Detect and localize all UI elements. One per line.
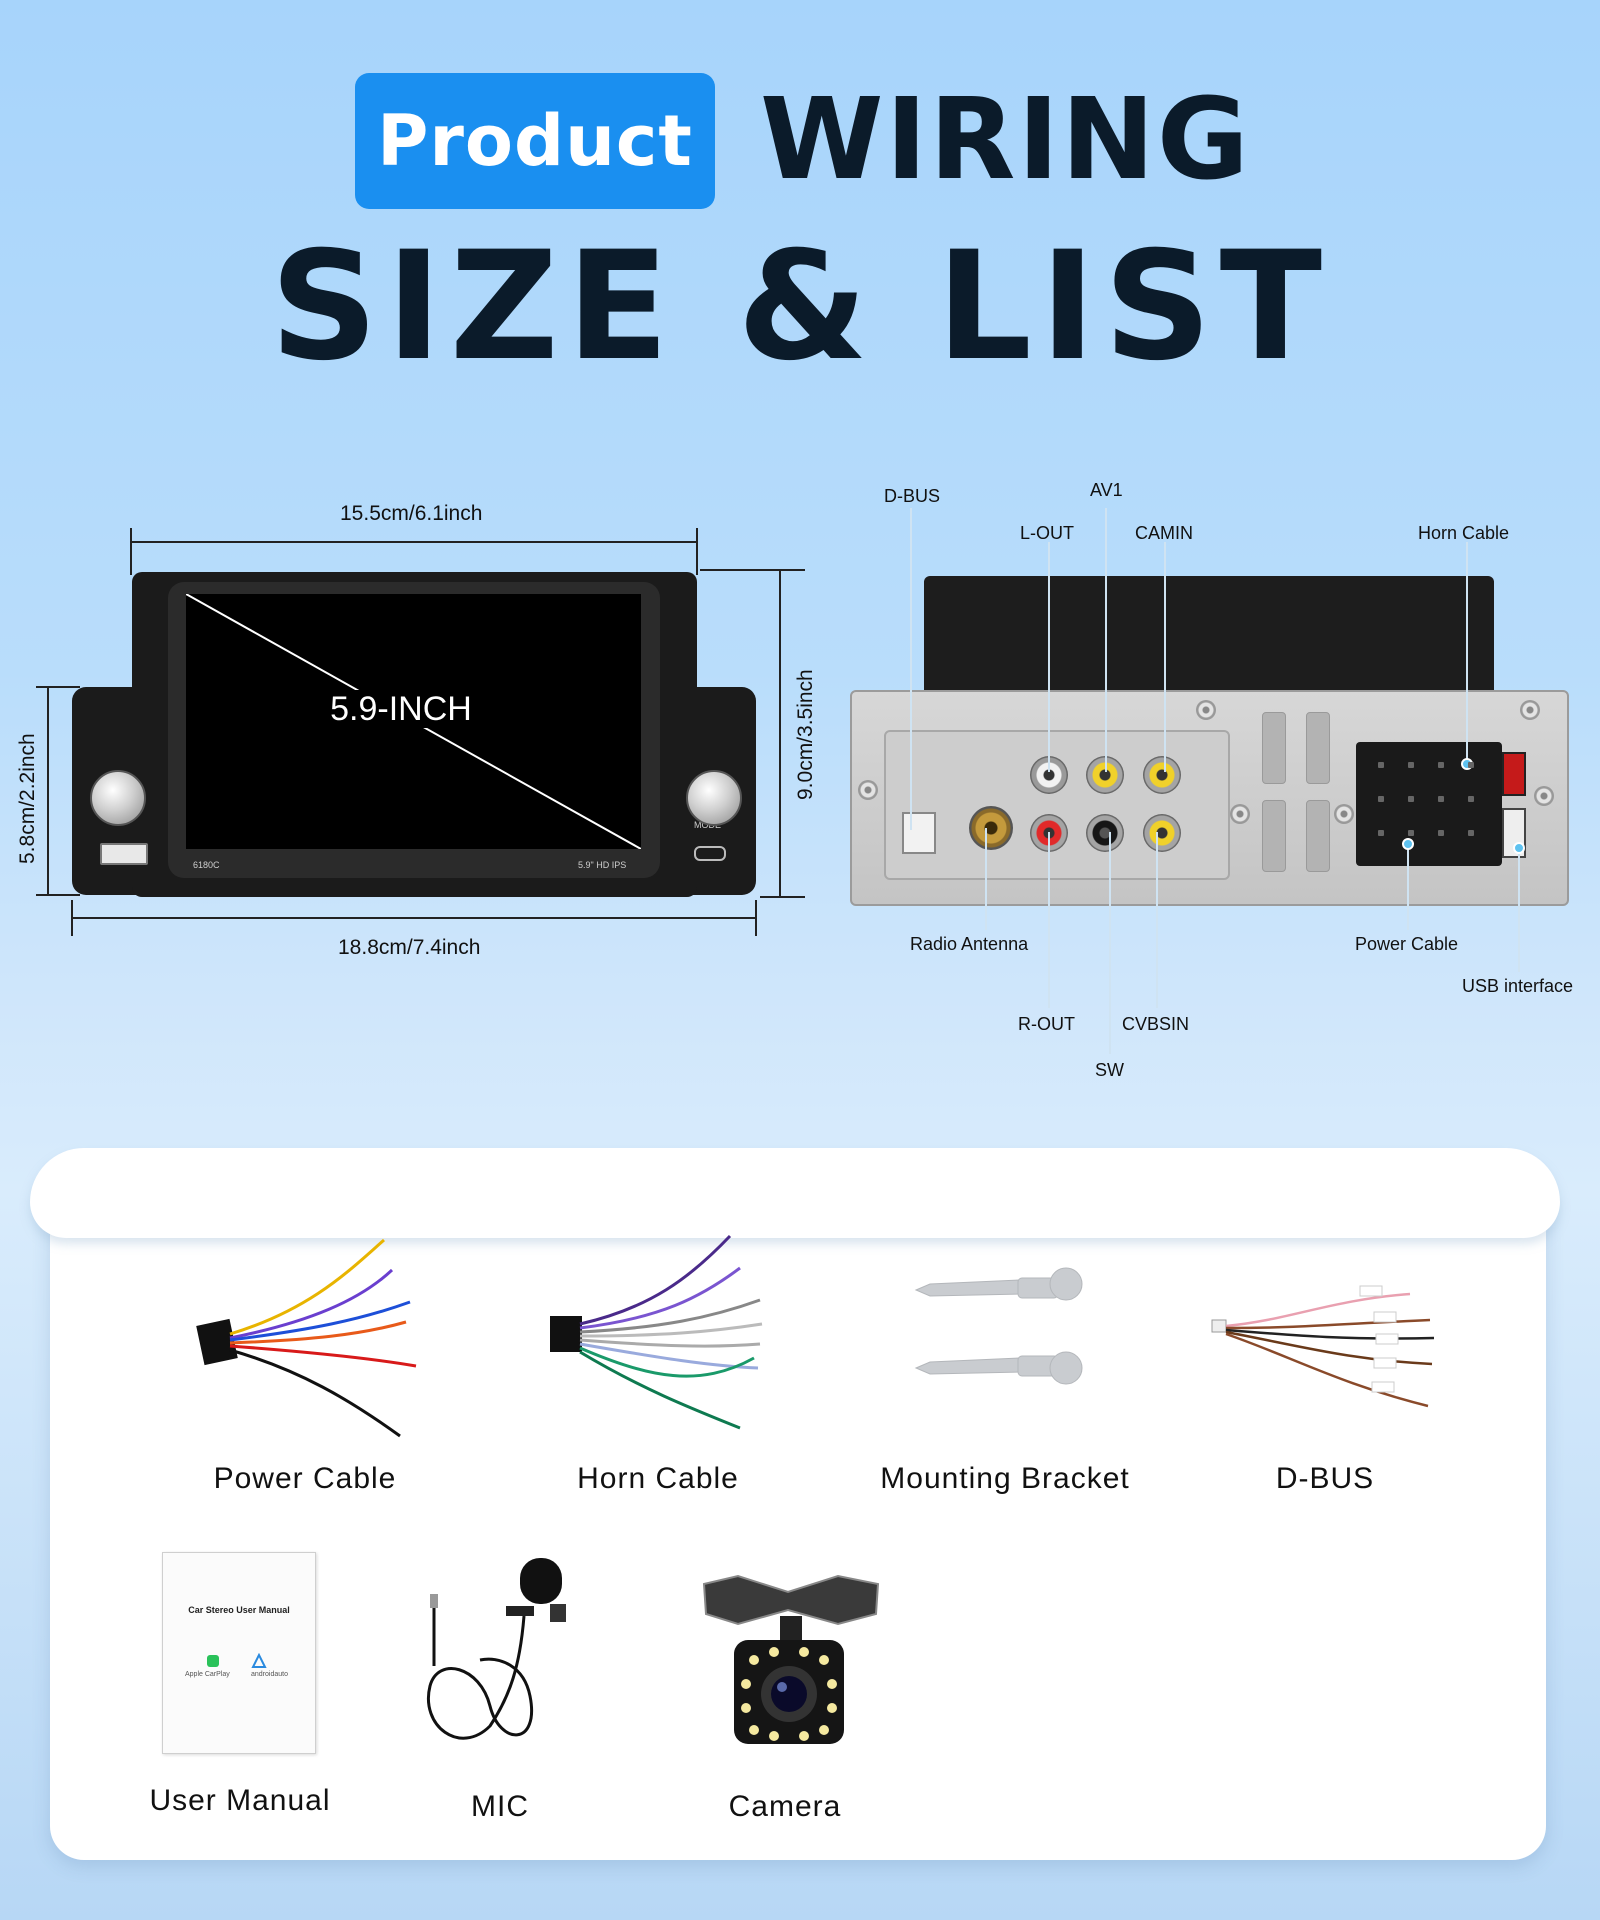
screw	[1534, 786, 1554, 806]
camin-label: CAMIN	[1135, 523, 1193, 543]
title-wiring: WIRING	[760, 75, 1251, 205]
cvbsin-label: CVBSIN	[1122, 1014, 1190, 1034]
screw	[1334, 804, 1354, 824]
leader-lines	[910, 508, 1520, 1054]
panel-slot	[1262, 712, 1286, 784]
item-label-power-cable: Power Cable	[213, 1462, 397, 1495]
iso-pin	[1408, 830, 1414, 836]
iso-pin	[1378, 796, 1384, 802]
horn-cable-label: Horn Cable	[1418, 523, 1510, 543]
sw-label: SW	[1095, 1060, 1124, 1080]
panel-slot	[1262, 800, 1286, 872]
r-out-label: R-OUT	[1018, 1014, 1075, 1034]
iso-pin	[1468, 830, 1474, 836]
top-width-label: 15.5cm/6.1inch	[340, 502, 483, 525]
android-auto-logo-text: androidauto	[251, 1671, 288, 1678]
item-label-mounting-bracket: Mounting Bracket	[880, 1462, 1130, 1495]
item-label-user-manual: User Manual	[149, 1784, 331, 1817]
snow-cap-decoration	[30, 1148, 1560, 1238]
radio-antenna-port	[969, 806, 1013, 850]
power-cable-label: Power Cable	[1355, 934, 1459, 954]
mode-knob[interactable]	[686, 770, 742, 826]
volume-knob[interactable]	[90, 770, 146, 826]
screw	[1196, 700, 1216, 720]
screen-spec-label: 5.9" HD IPS	[578, 860, 627, 870]
d-bus-cable-icon	[1211, 1285, 1435, 1408]
camin-jack	[1143, 756, 1181, 794]
screw	[858, 780, 878, 800]
front-usb-port	[100, 843, 148, 865]
bottom-width-label: 18.8cm/7.4inch	[338, 936, 481, 959]
iso-pin	[1408, 796, 1414, 802]
dimension-lines	[36, 528, 805, 936]
screw	[1520, 700, 1540, 720]
iso-pin	[1378, 830, 1384, 836]
title-size-list: SIZE & LIST	[269, 220, 1331, 394]
rear-heatsink	[924, 576, 1494, 698]
manual-title: Car Stereo User Manual	[188, 1605, 290, 1615]
item-label-camera: Camera	[728, 1790, 842, 1823]
item-label-horn-cable: Horn Cable	[577, 1462, 739, 1495]
l-out-label: L-OUT	[1020, 523, 1074, 543]
radio-antenna-label: Radio Antenna	[910, 934, 1029, 954]
rca-recess	[884, 730, 1230, 880]
cvbsin-jack	[1143, 814, 1181, 852]
mounting-bracket-icon	[914, 1267, 1083, 1385]
usb-interface-marker	[1513, 842, 1525, 854]
av1-label: AV1	[1090, 480, 1123, 500]
item-label-d-bus: D-BUS	[1275, 1462, 1375, 1495]
microphone-icon	[427, 1558, 566, 1740]
panel-slot	[1306, 712, 1330, 784]
camera-icon	[702, 1574, 880, 1744]
iso-pin	[1378, 762, 1384, 768]
horn-cable-icon	[550, 1234, 763, 1430]
iso-pin	[1468, 796, 1474, 802]
carplay-logo-text: Apple CarPlay	[185, 1671, 230, 1678]
usb-interface-label: USB interface	[1462, 976, 1574, 996]
iso-pin	[1438, 796, 1444, 802]
front-type-c-port	[694, 846, 726, 861]
manual-icon: Car Stereo User Manual Apple CarPlay and…	[162, 1552, 316, 1754]
iso-pin	[1468, 762, 1474, 768]
manual-logos	[207, 1653, 267, 1668]
iso-pin	[1438, 830, 1444, 836]
panel-slot	[1306, 800, 1330, 872]
item-label-mic: MIC	[471, 1790, 529, 1823]
power-cable-marker	[1402, 838, 1414, 850]
product-badge: Product	[355, 73, 715, 209]
power-cable-icon	[196, 1238, 417, 1438]
screw	[1230, 804, 1250, 824]
iso-pin	[1408, 762, 1414, 768]
screen-size-text: 5.9-INCH	[324, 690, 478, 728]
sw-jack	[1086, 814, 1124, 852]
screen-size-label: 5.9-INCH	[186, 690, 616, 729]
d-bus-label: D-BUS	[884, 486, 941, 506]
d-bus-port	[902, 812, 936, 854]
iso-pin	[1438, 762, 1444, 768]
model-label: 6180C	[193, 860, 220, 870]
horn-fuse	[1502, 752, 1526, 796]
